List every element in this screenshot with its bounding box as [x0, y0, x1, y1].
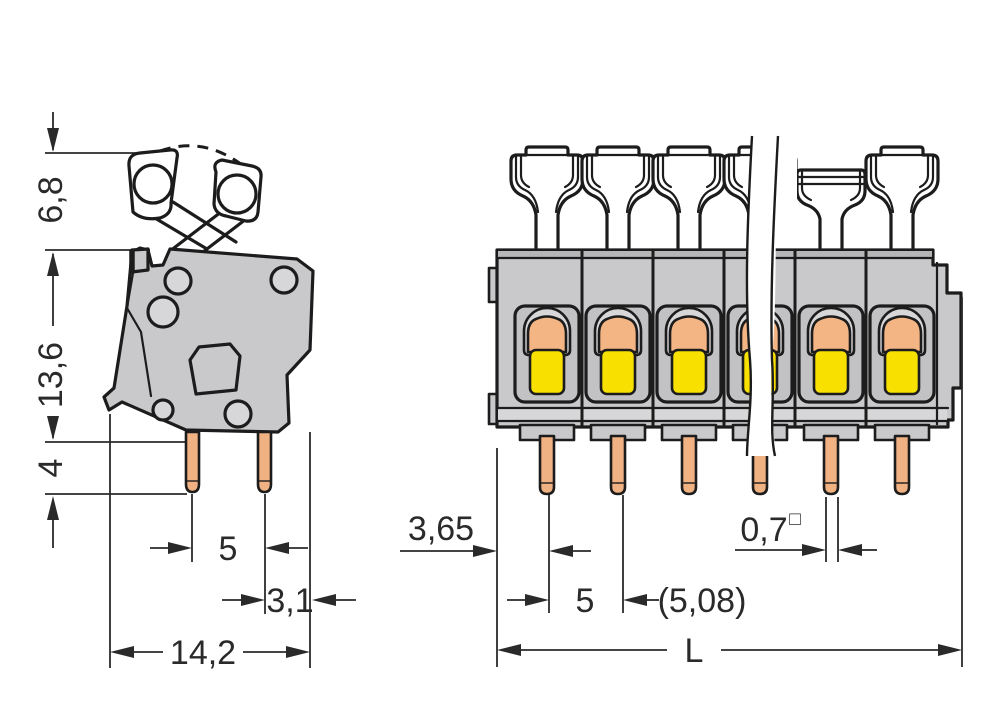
dim-pole-pitch-alt: (5,08) — [658, 582, 747, 620]
dim-total-length: L — [685, 632, 704, 670]
front-pin-3 — [680, 434, 698, 496]
side-solder-pins — [184, 430, 273, 494]
dim-lever-travel: 6,8 — [32, 176, 70, 223]
pole-dividers — [580, 250, 939, 427]
dim-pin-length: 4 — [32, 459, 70, 478]
side-view-dimensions: 6,8 13,6 4 5 3,1 14,2 — [32, 112, 356, 672]
front-pin-5 — [822, 434, 840, 496]
wire-entry-opening — [188, 342, 242, 396]
dim-pin-square: 0,7 — [740, 511, 787, 549]
housing-top-band — [498, 251, 932, 258]
square-pin-symbol: □ — [789, 509, 801, 530]
break-line — [745, 135, 797, 457]
front-pin-6 — [893, 434, 911, 496]
front-view-dimensions: 3,65 5 (5,08) 0,7 □ L — [400, 297, 963, 670]
dim-edge-to-first-pole: 3,65 — [408, 510, 474, 548]
break-edge-right — [770, 135, 780, 457]
push-buttons — [509, 145, 940, 253]
dim-pin-to-edge: 3,1 — [266, 582, 313, 620]
side-view-extension-lines — [45, 152, 311, 668]
front-pin-1 — [538, 434, 556, 496]
dim-housing-height: 13,6 — [32, 342, 70, 408]
push-button-5-pressed — [795, 168, 867, 253]
front-pin-2 — [609, 434, 627, 496]
break-edge-left — [745, 135, 754, 457]
side-housing — [102, 246, 315, 434]
side-view: 6,8 13,6 4 5 3,1 14,2 — [32, 112, 356, 672]
dim-pole-pitch: 5 — [576, 582, 595, 620]
actuation-lever — [127, 144, 263, 254]
dim-total-depth: 14,2 — [170, 634, 236, 672]
front-view: 3,65 5 (5,08) 0,7 □ L — [400, 135, 963, 670]
dim-pin-spacing: 5 — [219, 530, 238, 568]
